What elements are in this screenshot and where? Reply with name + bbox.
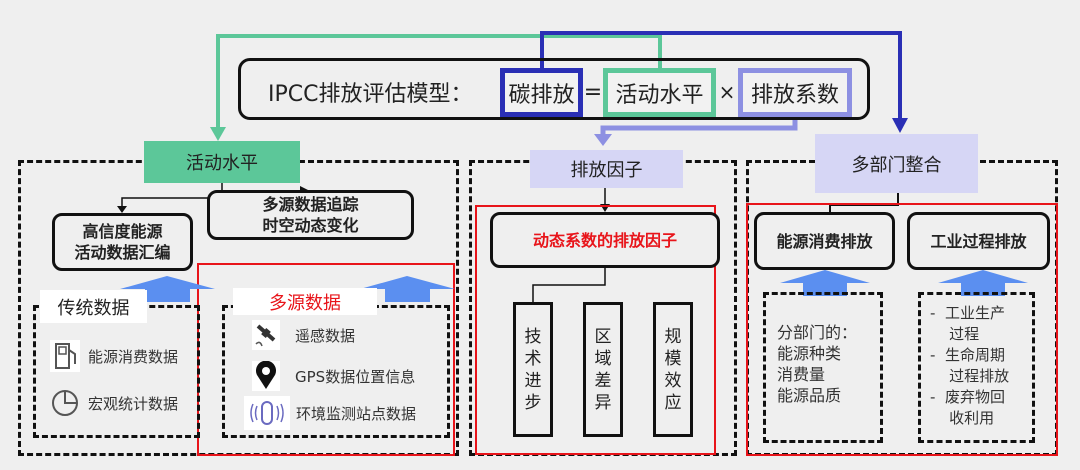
list-item: 环境监测站点数据 — [244, 396, 416, 430]
carbon-emission-term: 碳排放 — [500, 68, 583, 117]
multi-source-data-label: 多源数据 — [233, 288, 377, 315]
list-item: 宏观统计数据 — [50, 387, 178, 419]
multi-source-tracking-box: 多源数据追踪 时空动态变化 — [207, 190, 414, 240]
dynamic-factor-box: 动态系数的排放因子 — [490, 212, 720, 268]
times-sign: × — [718, 80, 736, 104]
sensor-icon — [244, 396, 290, 430]
item-text: 环境监测站点数据 — [296, 404, 417, 423]
energy-detail-text: 分部门的： 能源种类 消费量 能源品质 — [777, 323, 858, 405]
formula-box — [238, 58, 870, 120]
periwinkle-arrowhead — [594, 134, 612, 146]
green-arrowhead — [210, 127, 226, 141]
item-text: 能源消费数据 — [88, 347, 179, 366]
traditional-data-label: 传统数据 — [40, 290, 147, 323]
factor-scale-effect: 规 模 效 应 — [653, 302, 693, 437]
up-arrow-icon — [120, 276, 215, 302]
up-arrow-icon — [780, 270, 870, 296]
emission-factor-term: 排放系数 — [738, 68, 852, 117]
periwinkle-connector — [600, 117, 798, 136]
green-connector — [216, 34, 662, 128]
factor-regional-difference: 区 域 差 异 — [583, 302, 623, 437]
item-text: GPS数据位置信息 — [295, 367, 416, 386]
formula-prefix: IPCC排放评估模型： — [268, 82, 473, 107]
item-text: 宏观统计数据 — [88, 394, 179, 413]
activity-level-term: 活动水平 — [603, 68, 716, 117]
energy-data-compile-box: 高信度能源 活动数据汇编 — [52, 213, 193, 271]
equals-sign: = — [583, 79, 603, 105]
emission-factor-label: 排放因子 — [530, 150, 683, 188]
up-arrow-icon — [938, 270, 1028, 296]
fuel-pump-icon — [50, 340, 80, 372]
blue-connector — [540, 31, 902, 118]
activity-level-label: 活动水平 — [144, 141, 300, 183]
industry-detail-list: - 工业生产 过程 - 生命周期 过程排放 - 废弃物回 收利用 — [930, 303, 1009, 429]
industry-detail-box — [918, 292, 1035, 443]
multi-sector-highlight — [746, 203, 1058, 456]
energy-emission-box: 能源消费排放 — [754, 212, 895, 270]
item-text: 遥感数据 — [295, 326, 356, 345]
industry-detail-item: - 废弃物回 收利用 — [930, 388, 1005, 427]
list-item: 能源消费数据 — [50, 340, 178, 372]
industry-detail-item: - 工业生产 过程 — [930, 304, 1005, 343]
blue-arrowhead — [892, 118, 908, 133]
industry-detail-item: - 生命周期 过程排放 — [930, 346, 1010, 385]
list-item: GPS数据位置信息 — [252, 361, 415, 391]
list-item: 遥感数据 — [252, 320, 355, 350]
emission-factor-highlight — [475, 205, 716, 455]
energy-detail-box — [763, 292, 883, 443]
pie-chart-icon — [52, 390, 78, 416]
multi-sector-label: 多部门整合 — [815, 134, 978, 193]
factor-tech-progress: 技 术 进 步 — [513, 302, 553, 437]
industry-emission-box: 工业过程排放 — [907, 212, 1050, 270]
location-pin-icon — [252, 361, 280, 391]
up-arrow-icon — [360, 276, 455, 302]
satellite-icon — [252, 320, 280, 350]
